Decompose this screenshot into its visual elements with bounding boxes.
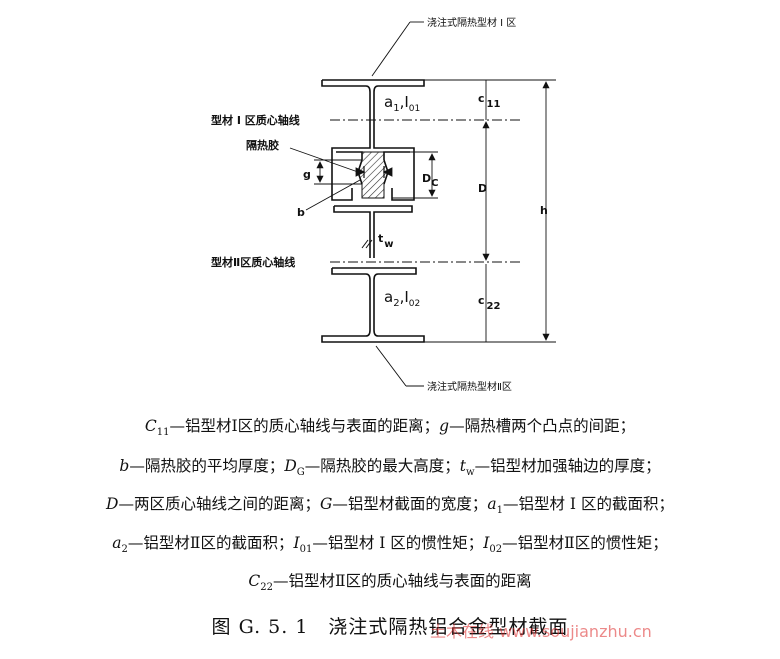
label-a1-i01: a1,I01: [384, 93, 420, 114]
leader-lines: [289, 21, 424, 387]
sym-c22-sub: 22: [260, 582, 274, 594]
dim-h: [424, 79, 556, 343]
desc-i01: —铝型材 I 区的惯性矩；: [312, 534, 484, 552]
desc-g2: —铝型材截面的宽度；: [332, 495, 488, 513]
sym-a1-sub: 1: [496, 505, 503, 517]
sym-a2-sub: 2: [121, 544, 128, 556]
sym-tw: t: [459, 457, 467, 475]
dim-c11: [424, 79, 496, 120]
desc-g: —隔热槽两个凸点的间距；: [449, 417, 636, 435]
desc-a2: —铝型材Ⅱ区的截面积；: [127, 534, 294, 552]
sym-i01-sub: 01: [299, 544, 313, 556]
watermark: 土木在线 www.soujianzhu.cn: [430, 622, 652, 641]
desc-dg: —隔热胶的最大高度；: [304, 457, 460, 475]
sym-i02: I: [483, 534, 490, 552]
figure-caption: 图 G. 5. 1 浇注式隔热铝合金型材截面: [211, 616, 569, 638]
label-D: D: [478, 182, 487, 195]
label-axis-1: 型材 I 区质心轴线: [211, 113, 300, 127]
label-bottom-strip: 浇注式隔热型材Ⅱ区: [427, 380, 512, 393]
label-glue: 隔热胶: [246, 138, 279, 152]
sym-tw-sub: w: [466, 467, 475, 479]
sym-a1: a: [487, 495, 497, 513]
sym-g2: G: [319, 495, 333, 513]
dim-dg: [392, 151, 438, 199]
dim-c22: [424, 264, 496, 343]
sym-g: g: [439, 417, 450, 435]
desc-tw: —铝型材加强轴边的厚度；: [474, 457, 661, 475]
legend-line-5: C22—铝型材Ⅱ区的质心轴线与表面的距离: [0, 571, 780, 598]
sym-i01: I: [293, 534, 300, 552]
sym-dg: D: [284, 457, 297, 475]
label-dc: DC: [422, 172, 438, 189]
sym-i02-sub: 02: [489, 544, 503, 556]
legend-line-3: D—两区质心轴线之间的距离；G—铝型材截面的宽度；a1—铝型材 I 区的截面积；: [0, 494, 780, 521]
section-diagram: 浇注式隔热型材 I 区 浇注式隔热型材Ⅱ区 型材 I 区质心轴线 型材Ⅱ区质心轴…: [211, 16, 556, 393]
sym-c11: C: [144, 417, 157, 435]
sym-d: D: [106, 495, 119, 513]
sym-c22: C: [248, 572, 261, 590]
sym-b: b: [119, 457, 130, 475]
legend-line-1: C11—铝型材Ⅰ区的质心轴线与表面的距离；g—隔热槽两个凸点的间距；: [0, 416, 780, 443]
desc-b: —隔热胶的平均厚度；: [129, 457, 285, 475]
sym-c11-sub: 11: [156, 427, 170, 439]
legend-line-4: a2—铝型材Ⅱ区的截面积；I01—铝型材 I 区的惯性矩；I02—铝型材Ⅱ区的惯…: [0, 533, 780, 560]
desc-a1: —铝型材 I 区的截面积；: [503, 495, 674, 513]
label-g: g: [303, 168, 311, 181]
label-tw: tw: [378, 232, 394, 250]
sym-a2: a: [112, 534, 122, 552]
desc-d: —两区质心轴线之间的距离；: [118, 495, 320, 513]
desc-c22: —铝型材Ⅱ区的质心轴线与表面的距离: [273, 572, 532, 590]
legend-line-2: b—隔热胶的平均厚度；DG—隔热胶的最大高度；tw—铝型材加强轴边的厚度；: [0, 456, 780, 483]
label-b: b: [297, 206, 305, 219]
desc-i02: —铝型材Ⅱ区的惯性矩；: [502, 534, 668, 552]
dim-g: [314, 159, 362, 185]
desc-c11: —铝型材Ⅰ区的质心轴线与表面的距离；: [169, 417, 440, 435]
label-h: h: [540, 204, 548, 217]
label-a2-i02: a2,I02: [384, 288, 420, 309]
label-axis-2: 型材Ⅱ区质心轴线: [211, 255, 295, 269]
sym-dg-sub: G: [296, 467, 305, 479]
dim-b: [355, 166, 393, 178]
label-top-strip: 浇注式隔热型材 I 区: [427, 16, 516, 29]
dim-tw: [361, 239, 373, 249]
